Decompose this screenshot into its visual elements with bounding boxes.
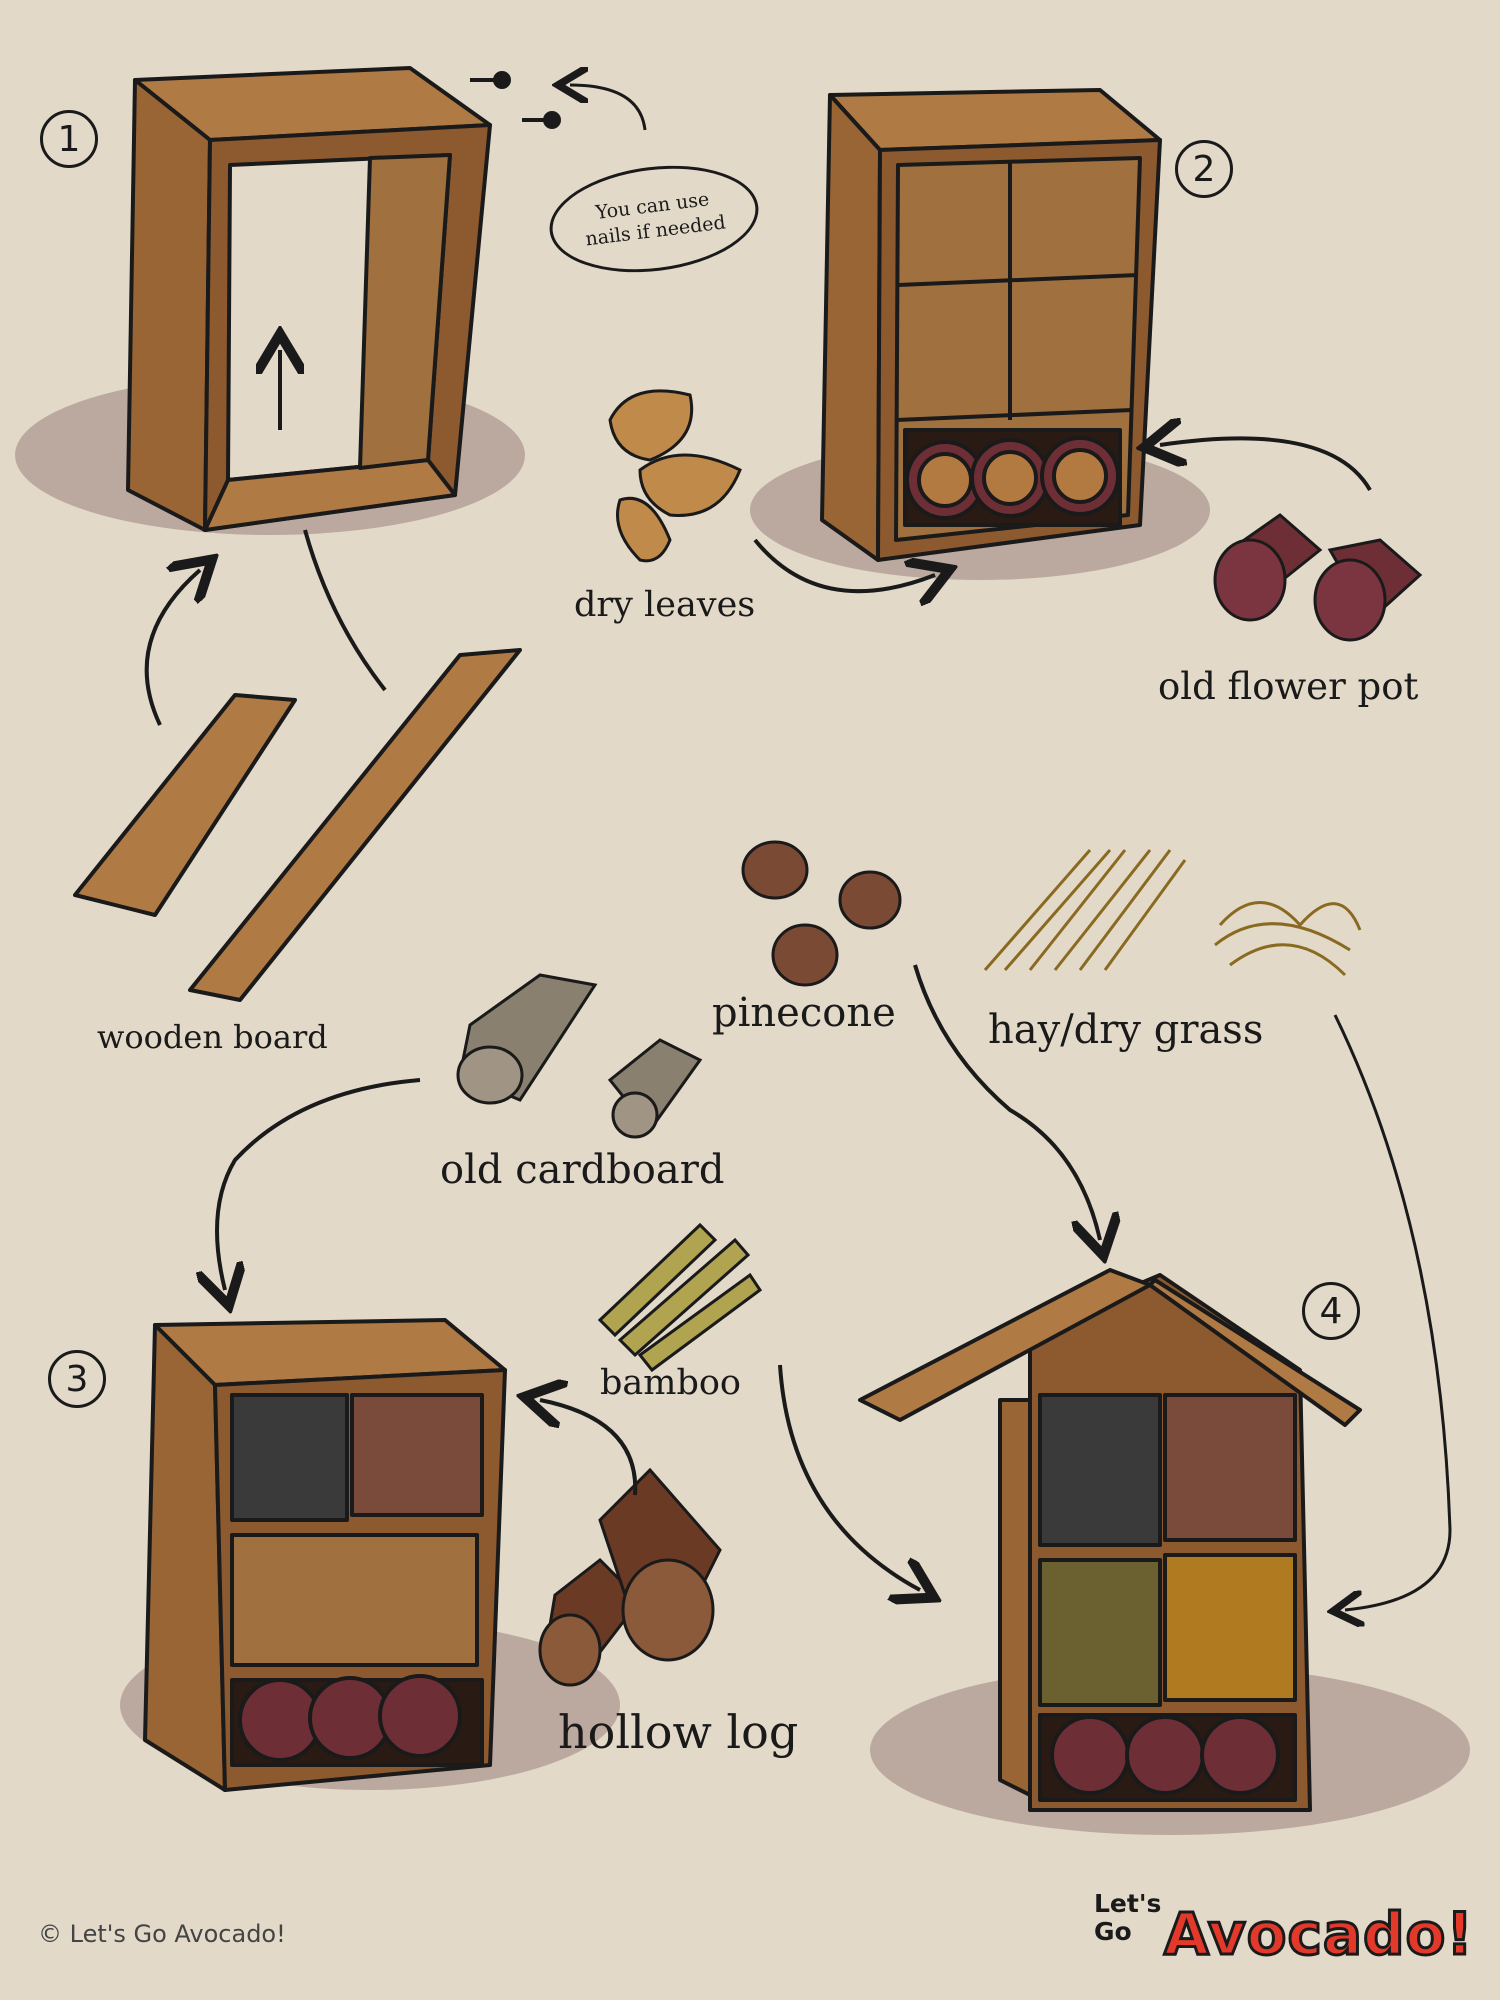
step-1-badge: 1 [40,110,98,168]
hay-dry-grass-icon [983,849,1362,977]
wooden-boards-icon [73,648,522,1002]
frame-step4 [858,1268,1362,1812]
old-cardboard-icon [456,973,703,1139]
label-old-flower-pot: old flower pot [1158,665,1419,708]
label-bamboo: bamboo [600,1363,742,1403]
label-dry-leaves: dry leaves [574,585,756,625]
pinecone-icon [741,840,902,987]
frame-step2 [820,88,1162,562]
label-hollow-log: hollow log [558,1705,799,1759]
logo-lets-go: Let's Go [1094,1889,1162,1946]
copyright-text: © Let's Go Avocado! [38,1920,286,1948]
label-hay-dry-grass: hay/dry grass [988,1007,1264,1053]
label-pinecone: pinecone [712,990,896,1036]
label-wooden-board: wooden board [97,1018,328,1056]
old-flower-pot-icon [1213,513,1423,642]
step-2-badge: 2 [1175,140,1233,198]
step-4-badge: 4 [1302,1282,1360,1340]
dry-leaves-icon [608,389,742,563]
bamboo-icon [597,1222,763,1373]
frame-step1 [126,66,492,532]
frame-step3 [143,1318,507,1792]
hollow-log-icon [538,1467,722,1687]
nails-icon [470,73,647,131]
step-3-badge: 3 [48,1350,106,1408]
label-old-cardboard: old cardboard [440,1147,725,1193]
logo-brand: Avocado! [1163,1899,1475,1970]
